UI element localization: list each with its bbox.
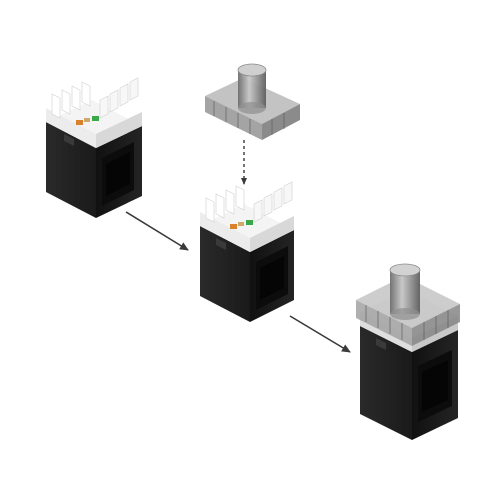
wire-color-green	[92, 116, 99, 121]
cap	[205, 63, 300, 140]
step-3-jack	[356, 263, 460, 440]
step-2-jack	[200, 181, 294, 322]
wire-color-orange	[76, 120, 83, 125]
arrow-step-2-to-3	[289, 315, 351, 353]
cap-cylinder	[237, 63, 267, 114]
arrow-step-1-to-2	[125, 211, 189, 251]
terminal-block	[200, 181, 294, 252]
wire-color-green	[246, 220, 253, 225]
jack-body	[200, 226, 294, 322]
jack-body	[46, 113, 142, 218]
idc-terminals-right	[253, 181, 293, 223]
installed-cap	[356, 263, 460, 346]
wire-color-orange	[230, 224, 237, 229]
idc-terminals-right	[99, 77, 139, 119]
step-1-jack	[46, 77, 142, 218]
idc-terminals-left	[205, 185, 245, 223]
cap-cylinder	[389, 263, 421, 320]
terminal-block	[46, 77, 142, 148]
jack-body	[360, 326, 458, 440]
idc-terminals-left	[51, 81, 91, 119]
